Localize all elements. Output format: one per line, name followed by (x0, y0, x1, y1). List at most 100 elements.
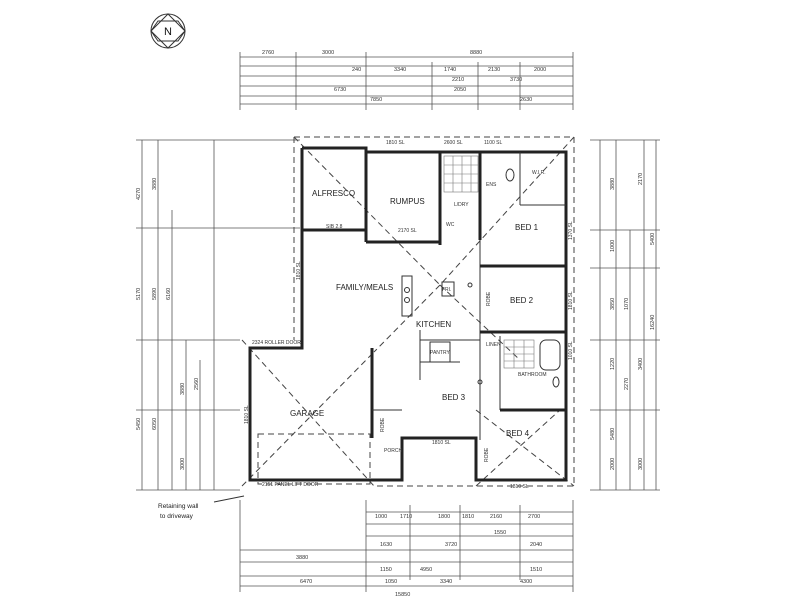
sill-top-mid: 2600 SL (444, 140, 463, 146)
dim-bottom-r1-1: 1000 (375, 514, 387, 520)
dim-bottom-r5-6: 4300 (520, 579, 532, 585)
toilet-icon (505, 168, 515, 182)
room-bathroom: BATHROOM (518, 372, 547, 378)
room-linen: LINEN (486, 342, 501, 348)
dim-left-7: 5890 (152, 288, 158, 300)
dim-bottom-r1-3: 1710 (400, 514, 412, 520)
dim-right-16: 2000 (610, 458, 616, 470)
sill-bath: 1010 SL (568, 341, 574, 360)
label-roller-door: 2324 ROLLER DOOR (252, 340, 301, 346)
dim-right-3: 2170 (638, 173, 644, 185)
dim-top-r5-1: 7850 (370, 97, 382, 103)
dim-bottom-r1-5: 1800 (438, 514, 450, 520)
compass-label: N (164, 26, 172, 38)
dim-bottom-total: 15850 (395, 592, 410, 598)
label-fridge: FRI. (442, 287, 451, 293)
dim-top-r2-8: 2000 (534, 67, 546, 73)
room-alfresco: ALFRESCO (312, 189, 355, 198)
bottom-dimension-lines (239, 500, 574, 592)
toilet-icon-2 (552, 376, 560, 388)
sill-family-left: 1810 SL (296, 261, 302, 280)
left-dimension-lines (136, 139, 300, 491)
dim-bottom-r2-5: 1550 (494, 530, 506, 536)
roof-outline (241, 136, 575, 487)
room-pantry: PANTRY (430, 350, 450, 356)
dim-left-6: 5170 (136, 288, 142, 300)
dim-bottom-r5-2: 6470 (300, 579, 312, 585)
dim-bottom-r1-11: 2700 (528, 514, 540, 520)
dim-bottom-r4-1: 1150 (380, 567, 392, 573)
dim-left-2: 4270 (136, 188, 142, 200)
fixtures (401, 168, 561, 388)
dim-top-r4-4: 2050 (454, 87, 466, 93)
sill-bed3: 1810 SL (432, 440, 451, 446)
dim-top-r4-2: 6730 (334, 87, 346, 93)
dim-right-8: 1070 (624, 298, 630, 310)
dim-right-4: 5400 (650, 233, 656, 245)
dim-right-14: 5480 (610, 428, 616, 440)
interior-walls (250, 152, 566, 440)
room-bed1: BED 1 (515, 223, 539, 232)
label-ens: ENS (486, 182, 497, 188)
dim-left-3: 3880 (152, 178, 158, 190)
sill-family: 2170 SL (398, 228, 417, 234)
wet-area-tiles (443, 155, 535, 369)
room-wir: W.I.R. (532, 170, 546, 176)
label-robe-bed2: ROBE (486, 291, 492, 306)
bath-icon (539, 339, 561, 371)
dim-bottom-r2-3: 3720 (445, 542, 457, 548)
dim-right-2: 3880 (610, 178, 616, 190)
dim-right-11: 3400 (638, 358, 644, 370)
dim-top-1: 2760 (262, 50, 274, 56)
dim-left-8: 6160 (166, 288, 172, 300)
room-bed3: BED 3 (442, 393, 466, 402)
dim-left-11: 3880 (180, 383, 186, 395)
dim-top-r5-2: 2630 (520, 97, 532, 103)
sill-bed4: 1810 SL (510, 484, 529, 490)
dim-right-7: 3850 (610, 298, 616, 310)
dim-right-5: 1000 (610, 240, 616, 252)
dim-right-18: 3000 (638, 458, 644, 470)
dim-top-r2-4: 1740 (444, 67, 456, 73)
dim-top-r3-1: 2210 (452, 77, 464, 83)
dim-bottom-r5-3: 1050 (385, 579, 397, 585)
dim-right-13: 2270 (624, 378, 630, 390)
sill-bed1: 1370 SL (568, 221, 574, 240)
dim-top-r2-6: 2130 (488, 67, 500, 73)
dim-bottom-r1-9: 2160 (490, 514, 502, 520)
room-kitchen: KITCHEN (416, 320, 451, 329)
dim-right-total: 16240 (650, 315, 656, 330)
dim-top-r2-2: 3340 (394, 67, 406, 73)
dim-top-3: 8880 (470, 50, 482, 56)
room-family-meals: FAMILY/MEALS (336, 283, 393, 292)
room-laundry: L/DRY (454, 202, 469, 208)
label-robe-hall: ROBE (380, 417, 386, 432)
room-garage: GARAGE (290, 409, 324, 418)
dim-top-2: 3000 (322, 50, 334, 56)
top-dimension-lines (239, 52, 574, 110)
sill-alfresco: SIB 2.8 (326, 224, 343, 230)
retaining-wall-note: Retaining wall to driveway (158, 495, 245, 520)
retaining-wall-line1: Retaining wall (158, 503, 199, 510)
dim-bottom-r2-1: 1630 (380, 542, 392, 548)
dim-left-16: 5450 (136, 418, 142, 430)
room-porch: PORCH (384, 448, 402, 454)
label-wc: WC (446, 222, 455, 228)
sill-top-left: 1810 SL (386, 140, 405, 146)
pantry-shelf (429, 341, 451, 363)
room-bed2: BED 2 (510, 296, 534, 305)
dim-right-9: 1220 (610, 358, 616, 370)
sill-bed2: 1810 SL (568, 291, 574, 310)
dim-bottom-r4-3: 4950 (420, 567, 432, 573)
dim-bottom-r2-7: 2040 (530, 542, 542, 548)
room-bed4: BED 4 (506, 429, 530, 438)
dim-bottom-r5-4: 3340 (440, 579, 452, 585)
dim-top-r3-3: 3730 (510, 77, 522, 83)
dim-bottom-r1-7: 1810 (462, 514, 474, 520)
dim-left-15: 6050 (152, 418, 158, 430)
dim-bottom-r4-5: 1510 (530, 567, 542, 573)
retaining-wall-line2: to driveway (160, 513, 194, 520)
dim-left-12: 2560 (194, 378, 200, 390)
